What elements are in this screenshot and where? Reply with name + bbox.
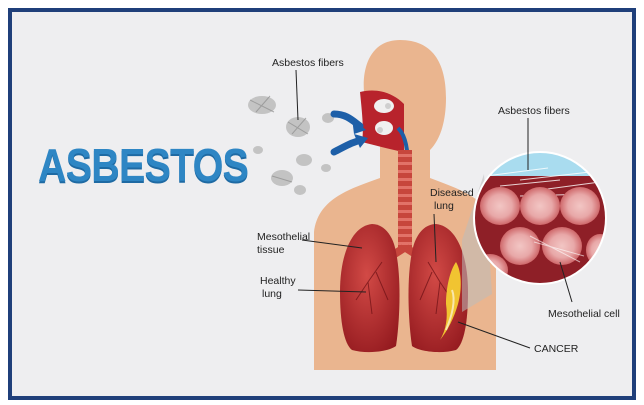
label-healthy-lung-line1: Healthy bbox=[260, 275, 296, 287]
inhaled-air-arrow bbox=[334, 114, 362, 152]
label-asbestos-fibers-right: Asbestos fibers bbox=[498, 105, 570, 117]
label-cancer: CANCER bbox=[534, 343, 579, 355]
label-mesothelial-cell: Mesothelial cell bbox=[548, 308, 620, 320]
label-healthy-lung-line2: lung bbox=[262, 288, 282, 300]
label-asbestos-fibers-left: Asbestos fibers bbox=[272, 57, 344, 69]
label-mesothelial-tissue-line1: Mesothelial bbox=[257, 231, 310, 243]
asbestos-fiber-cluster bbox=[248, 96, 334, 195]
label-diseased-lung-line2: lung bbox=[434, 200, 454, 212]
label-mesothelial-tissue-line2: tissue bbox=[257, 244, 285, 256]
airway-cavity bbox=[360, 91, 404, 153]
label-diseased-lung-line1: Diseased bbox=[430, 187, 474, 199]
